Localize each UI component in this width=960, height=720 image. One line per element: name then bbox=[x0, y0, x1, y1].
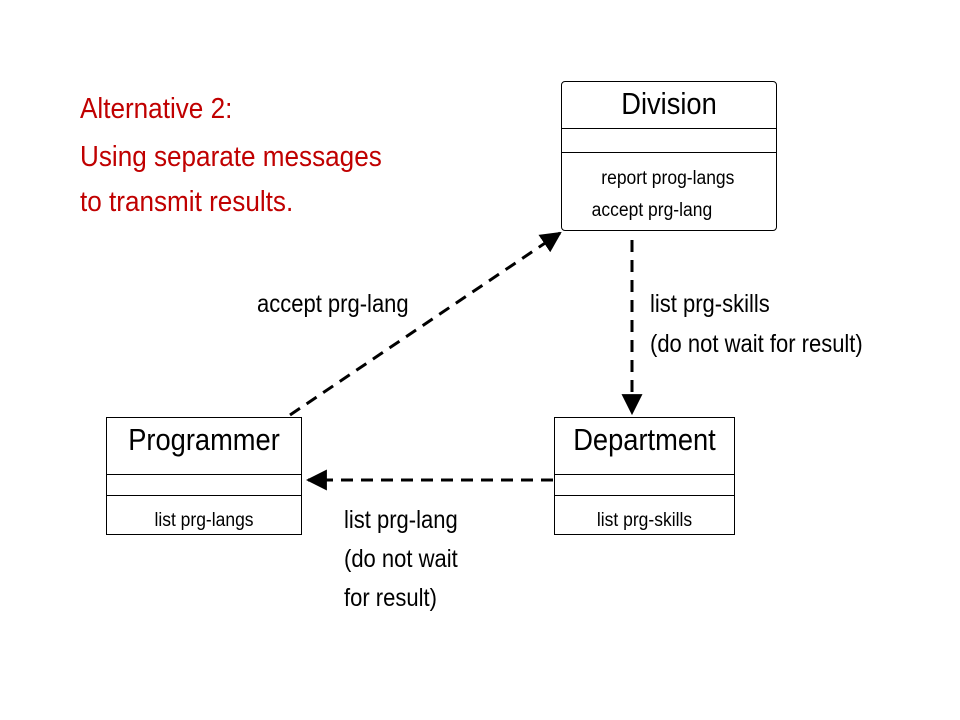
class-department-divider-2 bbox=[555, 495, 734, 496]
class-department-name: Department bbox=[573, 422, 716, 457]
class-division-name: Division bbox=[621, 86, 717, 121]
class-division-operation: report prog-langs bbox=[601, 168, 735, 189]
class-division: Division report prog-langs accept prg-la… bbox=[561, 81, 777, 231]
message-label-accept-prg-lang: accept prg-lang bbox=[257, 290, 409, 318]
class-programmer-name: Programmer bbox=[128, 422, 280, 457]
class-division-divider-1 bbox=[562, 128, 776, 129]
message-label-list-prg-lang-note-1: (do not wait bbox=[344, 545, 458, 573]
class-programmer-divider-1 bbox=[107, 474, 301, 475]
class-programmer-divider-2 bbox=[107, 495, 301, 496]
class-programmer: Programmer list prg-langs bbox=[106, 417, 302, 535]
message-label-list-prg-lang: list prg-lang bbox=[344, 506, 458, 534]
class-programmer-operation: list prg-langs bbox=[154, 510, 254, 531]
heading-line-3: to transmit results. bbox=[80, 186, 294, 218]
message-label-list-prg-skills-note: (do not wait for result) bbox=[650, 330, 863, 358]
class-department: Department list prg-skills bbox=[554, 417, 735, 535]
class-department-divider-1 bbox=[555, 474, 734, 475]
message-label-list-prg-lang-note-2: for result) bbox=[344, 584, 437, 612]
class-division-operation: accept prg-lang bbox=[591, 200, 713, 221]
heading-line-2: Using separate messages bbox=[80, 141, 382, 173]
class-department-operation: list prg-skills bbox=[596, 510, 693, 531]
arrow-programmer-to-division bbox=[289, 231, 562, 417]
heading-line-1: Alternative 2: bbox=[80, 93, 233, 125]
class-division-divider-2 bbox=[562, 152, 776, 153]
message-label-list-prg-skills: list prg-skills bbox=[650, 290, 770, 318]
